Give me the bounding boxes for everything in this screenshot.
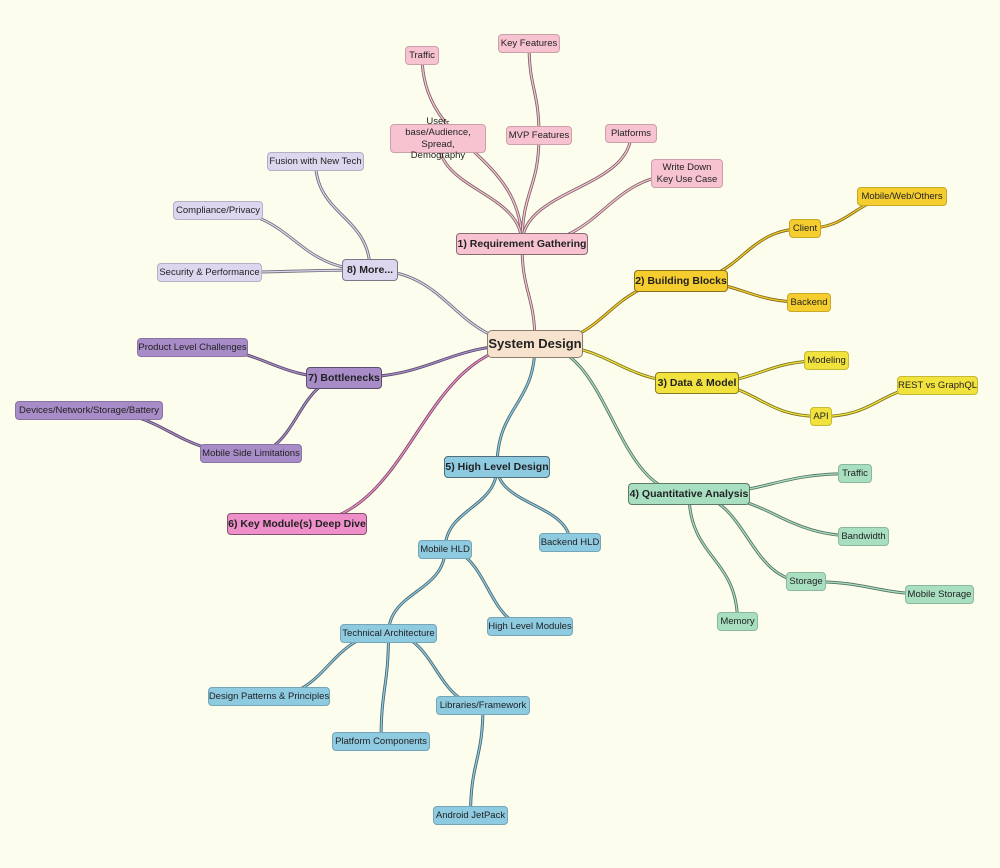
edge-highlight-hld-tech-arch-node — [387, 548, 446, 635]
edge-highlight-hld-backend-node — [496, 466, 571, 544]
edge-highlight-more-fusion-node — [314, 160, 371, 271]
branch-bottlenecks[interactable]: 7) Bottlenecks — [306, 367, 382, 389]
edge-highlight-req-platforms-node — [521, 132, 632, 245]
branch-more[interactable]: 8) More... — [342, 259, 398, 281]
bb-mobile-web-node[interactable]: Mobile/Web/Others — [857, 187, 947, 206]
edge-highlight-hld-modules-node — [444, 548, 531, 628]
edge-highlight-qa-memory-node — [688, 493, 739, 623]
edge-highlight-qa-storage-node — [688, 493, 807, 583]
qa-memory-node[interactable]: Memory — [717, 612, 758, 631]
bb-backend-node[interactable]: Backend — [787, 293, 831, 312]
edge-highlight-req-key-features-node — [528, 42, 540, 137]
hld-tech-arch-node[interactable]: Technical Architecture — [340, 624, 437, 643]
qa-mobile-storage-node[interactable]: Mobile Storage — [905, 585, 974, 604]
req-traffic-node[interactable]: Traffic — [405, 46, 439, 65]
bn-mobile-limitations-node[interactable]: Mobile Side Limitations — [200, 444, 302, 463]
edge-highlight-branch-requirement-gathering — [521, 243, 536, 345]
edge-highlight-hld-jetpack-node — [469, 704, 484, 817]
branch-quantitative-analysis[interactable]: 4) Quantitative Analysis — [628, 483, 750, 505]
hld-backend-node[interactable]: Backend HLD — [539, 533, 601, 552]
req-platforms-node[interactable]: Platforms — [605, 124, 657, 143]
req-user-base-node[interactable]: User-base/Audience, Spread, Demography — [390, 116, 486, 161]
hld-jetpack-node[interactable]: Android JetPack — [433, 806, 508, 825]
root-node[interactable]: System Design — [487, 330, 583, 358]
hld-mobile-node[interactable]: Mobile HLD — [418, 540, 472, 559]
req-key-features-node[interactable]: Key Features — [498, 34, 560, 53]
hld-platform-components-node[interactable]: Platform Components — [332, 732, 430, 751]
qa-traffic-node[interactable]: Traffic — [838, 464, 872, 483]
branch-building-blocks[interactable]: 2) Building Blocks — [634, 270, 728, 292]
more-security-node[interactable]: Security & Performance — [157, 263, 262, 282]
more-fusion-node[interactable]: Fusion with New Tech — [267, 152, 364, 171]
edge-highlight-branch-quantitative-analysis — [534, 343, 690, 495]
hld-design-patterns-node[interactable]: Design Patterns & Principles — [208, 687, 330, 706]
dm-rest-graphql-node[interactable]: REST vs GraphQL — [897, 376, 978, 395]
edge-highlight-req-mvp-features-node — [521, 134, 540, 245]
hld-modules-node[interactable]: High Level Modules — [487, 617, 573, 636]
hld-libraries-node[interactable]: Libraries/Framework — [436, 696, 530, 715]
branch-data-model[interactable]: 3) Data & Model — [655, 372, 739, 394]
bb-client-node[interactable]: Client — [789, 219, 821, 238]
more-compliance-node[interactable]: Compliance/Privacy — [173, 201, 263, 220]
qa-bandwidth-node[interactable]: Bandwidth — [838, 527, 889, 546]
dm-api-node[interactable]: API — [810, 407, 832, 426]
edge-highlight-req-user-base-node — [437, 137, 523, 245]
edge-highlight-hld-mobile-node — [444, 466, 498, 551]
req-use-case-node[interactable]: Write Down Key Use Case — [651, 159, 723, 188]
branch-high-level-design[interactable]: 5) High Level Design — [444, 456, 550, 478]
edge-highlight-branch-high-level-design — [496, 343, 536, 468]
qa-storage-node[interactable]: Storage — [786, 572, 826, 591]
bn-product-challenges-node[interactable]: Product Level Challenges — [137, 338, 248, 357]
bn-devices-node[interactable]: Devices/Network/Storage/Battery — [15, 401, 163, 420]
dm-modeling-node[interactable]: Modeling — [804, 351, 849, 370]
branch-requirement-gathering[interactable]: 1) Requirement Gathering — [456, 233, 588, 255]
edge-highlight-hld-libraries-node — [387, 632, 484, 707]
req-mvp-features-node[interactable]: MVP Features — [506, 126, 572, 145]
branch-key-module-deep-dive[interactable]: 6) Key Module(s) Deep Dive — [227, 513, 367, 535]
edge-highlight-bn-mobile-limitations-node — [250, 377, 345, 455]
edge-highlight-hld-platform-components-node — [380, 632, 390, 743]
